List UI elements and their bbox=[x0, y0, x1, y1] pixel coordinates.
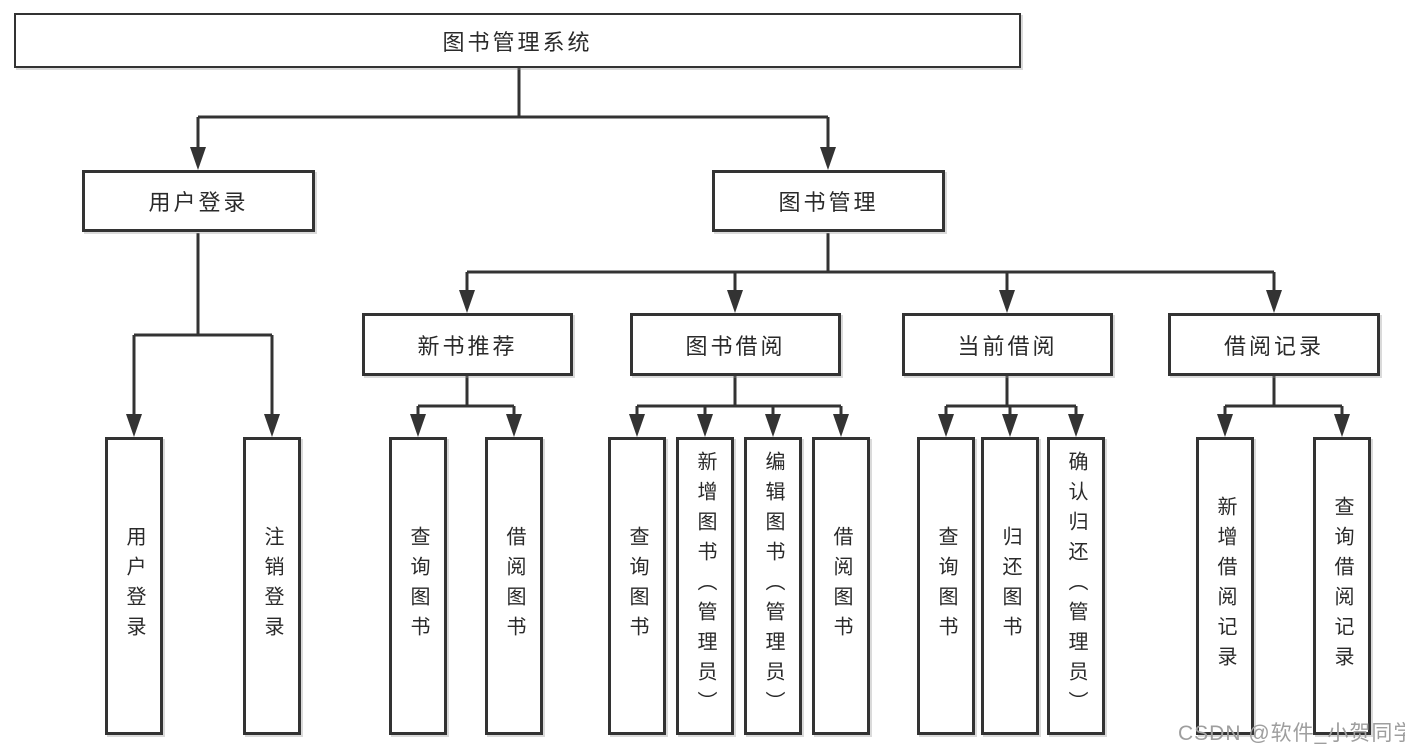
node-root-label: 图书管理系统 bbox=[442, 29, 593, 55]
leaf-edit-books-admin-label: 编辑图书（管理员） bbox=[762, 451, 784, 721]
leaf-user-login-label: 用户登录 bbox=[123, 526, 145, 646]
node-user-login: 用户登录 bbox=[82, 170, 315, 232]
node-borrow-records-label: 借阅记录 bbox=[1223, 333, 1324, 359]
node-new-book-recommendation-label: 新书推荐 bbox=[417, 333, 518, 359]
leaf-add-books-admin: 新增图书（管理员） bbox=[676, 437, 734, 735]
leaf-user-login: 用户登录 bbox=[105, 437, 163, 735]
leaf-confirm-return-admin-label: 确认归还（管理员） bbox=[1065, 451, 1087, 721]
leaf-borrowing-borrow-books-label: 借阅图书 bbox=[830, 526, 852, 646]
leaf-return-books-label: 归还图书 bbox=[999, 526, 1021, 646]
node-book-management-label: 图书管理 bbox=[778, 190, 879, 215]
leaf-recommend-borrow-books: 借阅图书 bbox=[485, 437, 543, 735]
node-current-borrowing: 当前借阅 bbox=[902, 313, 1113, 376]
node-new-book-recommendation: 新书推荐 bbox=[362, 313, 573, 376]
node-book-management: 图书管理 bbox=[712, 170, 945, 232]
csdn-watermark: CSDN @软件_小贺同学 bbox=[1178, 722, 1405, 745]
node-book-borrowing: 图书借阅 bbox=[630, 313, 841, 376]
leaf-borrowing-query-books: 查询图书 bbox=[608, 437, 666, 735]
leaf-current-query-books: 查询图书 bbox=[917, 437, 975, 735]
leaf-query-borrow-record: 查询借阅记录 bbox=[1313, 437, 1371, 735]
leaf-edit-books-admin: 编辑图书（管理员） bbox=[744, 437, 802, 735]
leaf-current-query-books-label: 查询图书 bbox=[935, 526, 957, 646]
leaf-query-borrow-record-label: 查询借阅记录 bbox=[1331, 496, 1353, 676]
node-borrow-records: 借阅记录 bbox=[1168, 313, 1380, 376]
leaf-return-books: 归还图书 bbox=[981, 437, 1039, 735]
leaf-add-borrow-record: 新增借阅记录 bbox=[1196, 437, 1254, 735]
leaf-recommend-query-books: 查询图书 bbox=[389, 437, 447, 735]
leaf-recommend-borrow-books-label: 借阅图书 bbox=[503, 526, 525, 646]
leaf-add-books-admin-label: 新增图书（管理员） bbox=[694, 451, 716, 721]
leaf-confirm-return-admin: 确认归还（管理员） bbox=[1047, 437, 1105, 735]
leaf-add-borrow-record-label: 新增借阅记录 bbox=[1214, 496, 1236, 676]
node-book-borrowing-label: 图书借阅 bbox=[685, 333, 786, 359]
leaf-logout: 注销登录 bbox=[243, 437, 301, 735]
node-current-borrowing-label: 当前借阅 bbox=[957, 333, 1058, 359]
node-root: 图书管理系统 bbox=[14, 13, 1021, 68]
leaf-recommend-query-books-label: 查询图书 bbox=[407, 526, 429, 646]
leaf-borrowing-borrow-books: 借阅图书 bbox=[812, 437, 870, 735]
node-user-login-label: 用户登录 bbox=[148, 190, 249, 215]
leaf-borrowing-query-books-label: 查询图书 bbox=[626, 526, 648, 646]
leaf-logout-label: 注销登录 bbox=[261, 526, 283, 646]
